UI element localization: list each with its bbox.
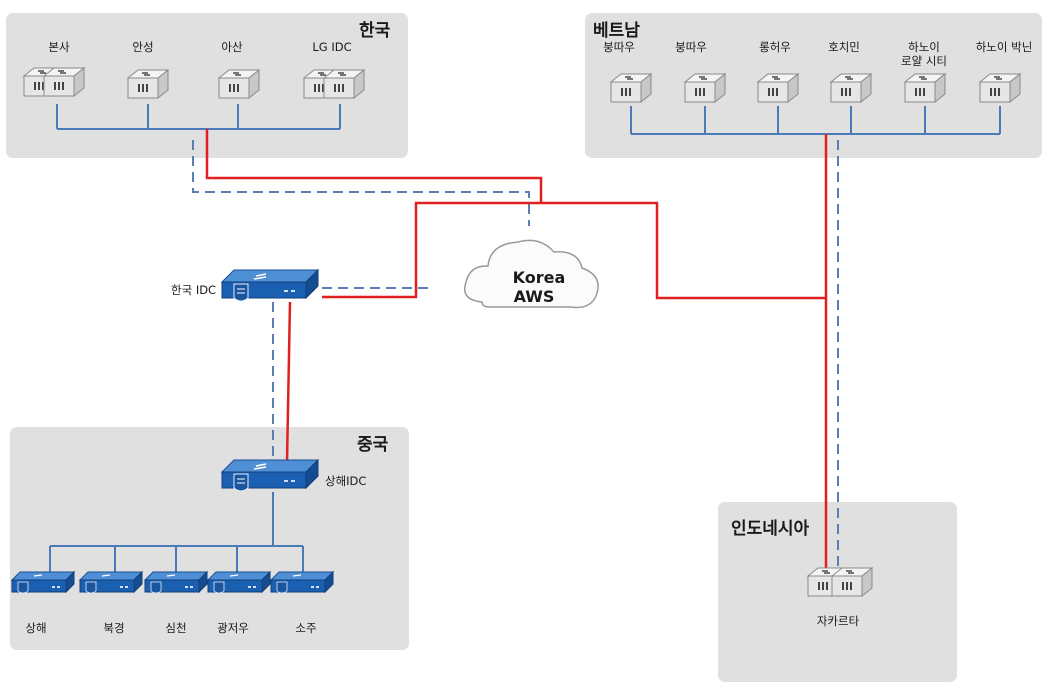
site-label-suzhou: 소주 [295, 621, 317, 635]
appliance-beijing [79, 571, 143, 594]
china-lan [49, 492, 304, 574]
cloud-label-line1: Korea [512, 268, 566, 287]
site-label-hochiminh: 호치민 [828, 40, 860, 54]
region-title-indonesia: 인도네시아 [731, 519, 810, 539]
device-hq-b [43, 67, 85, 97]
device-hanoi-bacninh [979, 73, 1021, 103]
site-label-vungtau-1: 붕따우 [603, 40, 635, 54]
appliance-suzhou [270, 571, 334, 594]
site-label-longhau: 롱허우 [759, 40, 791, 54]
site-label-jakarta: 자카르타 [816, 614, 860, 628]
vietnam-lan [630, 106, 1001, 135]
device-jakarta-b [831, 567, 873, 597]
site-label-asan: 아산 [221, 40, 243, 54]
site-label-lgidc: LG IDC [312, 40, 352, 54]
appliance-korea-idc [221, 269, 319, 302]
primary-links [205, 129, 828, 568]
site-label-beijing: 북경 [103, 621, 125, 635]
site-label-hanoi-bacninh: 하노이 박닌 [975, 40, 1033, 54]
device-vungtau-2 [684, 73, 726, 103]
site-label-hanoi-royal: 하노이 로얄 시티 [901, 40, 947, 68]
site-label-anseong: 안성 [132, 40, 154, 54]
site-label-shenzhen: 심천 [165, 621, 187, 635]
region-title-korea: 한국 [359, 21, 391, 41]
appliance-guangzhou [207, 571, 271, 594]
region-korea [6, 13, 408, 158]
device-lgidc-b [323, 69, 365, 99]
backup-links [192, 140, 839, 568]
device-anseong [127, 69, 169, 99]
appliance-shanghai [11, 571, 75, 594]
device-asan [218, 69, 260, 99]
region-title-vietnam: 베트남 [593, 21, 640, 41]
device-longhau [757, 73, 799, 103]
appliance-shenzhen [144, 571, 208, 594]
site-label-shanghai: 상해 [25, 621, 47, 635]
shanghai-idc-label: 상해IDC [325, 474, 367, 488]
korea-idc-label: 한국 IDC [171, 283, 217, 297]
cloud-icon [464, 239, 599, 309]
region-title-china: 중국 [357, 435, 389, 455]
device-hochiminh [830, 73, 872, 103]
region-vietnam [585, 13, 1042, 158]
site-label-vungtau-2: 붕따우 [675, 40, 707, 54]
region-china [10, 427, 409, 650]
device-vungtau-1 [610, 73, 652, 103]
korea-lan [56, 104, 341, 130]
site-label-hq: 본사 [48, 40, 70, 54]
site-label-guangzhou: 광저우 [217, 621, 249, 635]
device-hanoi-royal [904, 73, 946, 103]
appliance-shanghai-idc [221, 459, 319, 492]
cloud-label-line2: AWS [513, 287, 555, 306]
